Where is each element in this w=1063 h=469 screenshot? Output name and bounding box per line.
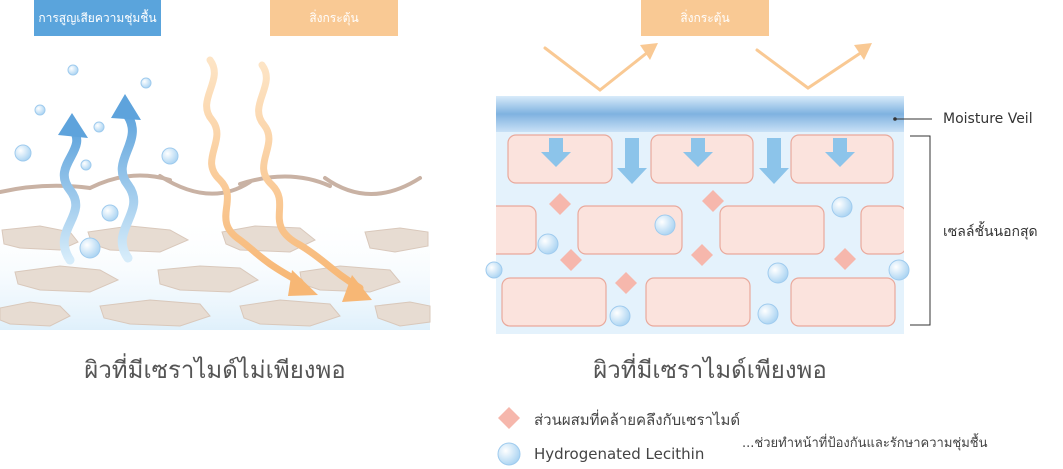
legend-bubble-icon	[497, 442, 521, 466]
blocking-arrows	[541, 138, 855, 184]
legend-lecithin-label: Hydrogenated Lecithin	[534, 445, 705, 463]
moisture-loss-arrows	[59, 107, 139, 265]
bounce-arrowhead-2	[854, 43, 872, 60]
right-cells	[487, 134, 907, 327]
legend-diamond-icon	[498, 407, 520, 429]
legend-icons	[497, 407, 521, 466]
right-irritant-tag: สิ่งกระตุ้น	[641, 0, 769, 36]
irritant-arrowhead-1	[288, 270, 318, 296]
moisture-veil-label: Moisture Veil	[943, 111, 1033, 127]
right-irritant-arrows	[543, 46, 864, 92]
legend-ceramide-label: ส่วนผสมที่คล้ายคลึงกับเซราไมด์	[534, 411, 741, 429]
ceramide-diamonds	[549, 190, 856, 294]
bounce-arrowhead-1	[640, 43, 658, 60]
lecithin-bubbles	[485, 196, 910, 327]
left-broken-cells	[0, 225, 431, 327]
irritant-arrowhead-2	[342, 275, 372, 302]
label-connectors	[895, 118, 932, 326]
right-caption: ผิวที่มีเซราไมด์เพียงพอ	[593, 356, 827, 384]
left-caption: ผิวที่มีเซราไมด์ไม่เพียงพอ	[84, 356, 346, 384]
right-skin-diagram	[470, 43, 932, 340]
left-irritant-arrows	[203, 56, 364, 292]
left-irritant-tag: สิ่งกระตุ้น	[270, 0, 398, 36]
outer-cells-label: เซลล์ชั้นนอกสุด	[943, 224, 1038, 240]
moisture-veil-layer	[496, 96, 904, 132]
left-bubbles	[14, 64, 179, 259]
left-skin-diagram	[0, 56, 431, 330]
moisture-loss-tag: การสูญเสียความชุ่มชื้น	[34, 0, 161, 36]
moisture-arrowhead-1	[58, 113, 88, 138]
moisture-arrowhead-2	[111, 94, 141, 120]
legend-lecithin-note: ...ช่วยทำหน้าที่ป้องกันและรักษาความชุ่มช…	[742, 436, 988, 451]
left-surface-curves	[0, 173, 422, 196]
